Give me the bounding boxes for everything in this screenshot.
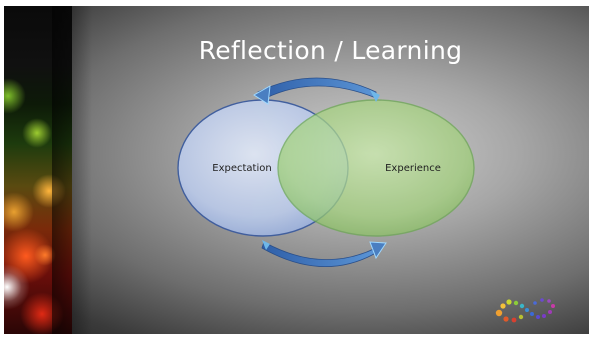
experience-label: Experience xyxy=(385,163,441,174)
sidebar-shadow xyxy=(52,6,92,334)
dotted-infinity-logo xyxy=(495,298,555,323)
bottom-curved-arrow xyxy=(261,240,387,267)
venn-diagram: Expectation Experience xyxy=(177,77,555,323)
slide: Reflection / Learning Expectation Ex xyxy=(4,6,589,334)
experience-circle xyxy=(277,99,475,237)
expectation-label: Expectation xyxy=(212,163,271,174)
slide-title: Reflection / Learning xyxy=(198,36,463,65)
top-curved-arrow xyxy=(253,77,380,105)
